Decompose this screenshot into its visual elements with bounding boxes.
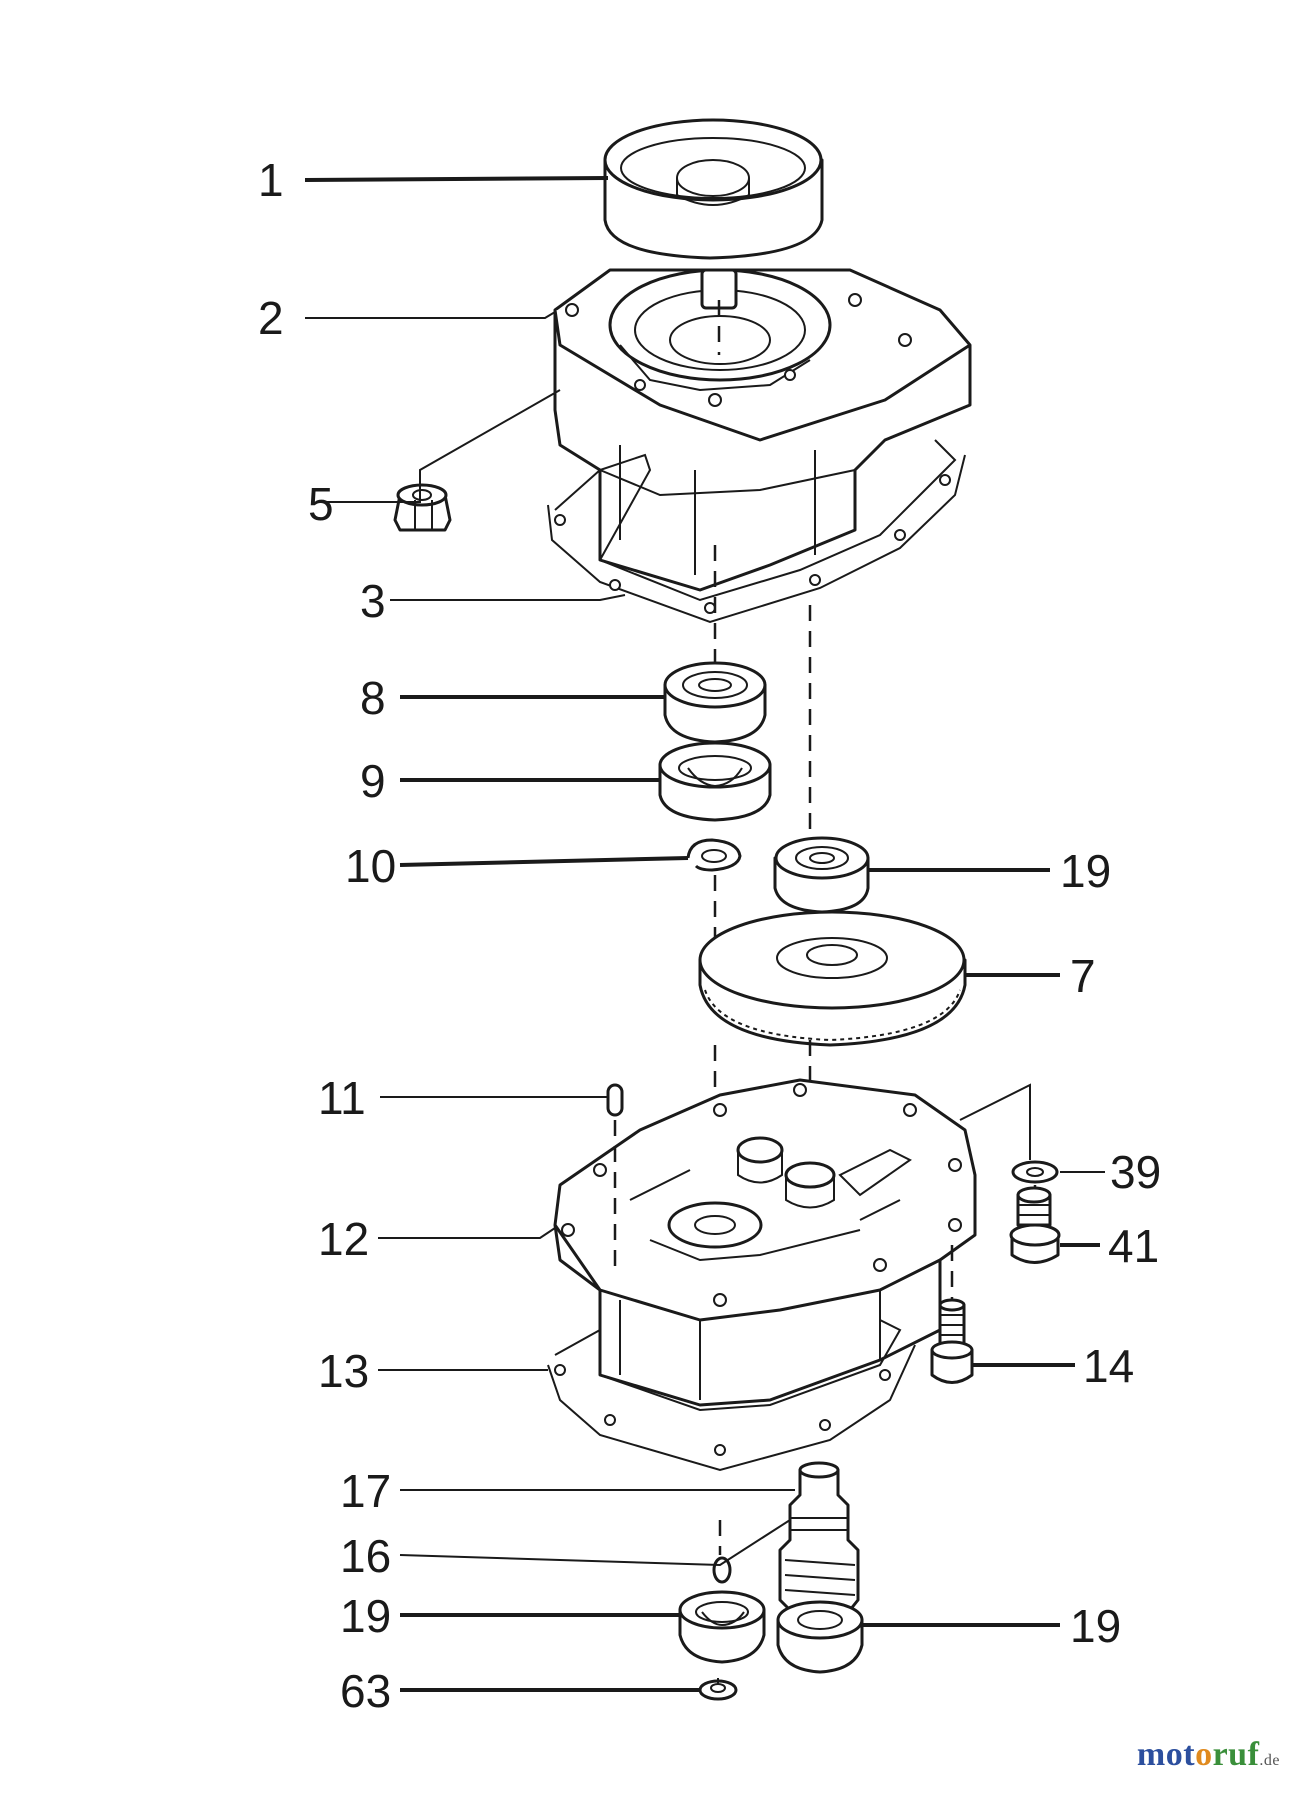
callout-14: 14 <box>1083 1340 1134 1392</box>
callout-10: 10 <box>345 840 396 892</box>
callout-19-lower-left: 19 <box>340 1590 391 1642</box>
leader-lines <box>304 176 1105 1692</box>
callout-12: 12 <box>318 1213 369 1265</box>
part-14-bolt <box>930 1245 974 1384</box>
part-3-gasket <box>547 439 966 624</box>
callout-63: 63 <box>340 1665 391 1717</box>
part-12-lower-housing <box>553 1040 977 1407</box>
callout-17: 17 <box>340 1465 391 1517</box>
part-16-key <box>712 1520 732 1584</box>
part-41-bolt <box>1009 1186 1061 1264</box>
callout-5: 5 <box>308 478 334 530</box>
part-9-bearing <box>658 741 772 822</box>
callout-19-lower-right: 19 <box>1070 1600 1121 1652</box>
callout-13: 13 <box>318 1345 369 1397</box>
callout-8: 8 <box>360 672 386 724</box>
brand-text-o: o <box>1195 1736 1213 1773</box>
part-8-bearing <box>663 661 767 744</box>
part-5-nut <box>393 483 452 532</box>
callout-numbers: 1 2 5 3 8 9 10 19 7 11 39 12 41 13 14 17… <box>258 154 1161 1717</box>
part-19-bearing-upper <box>773 836 870 914</box>
callout-3: 3 <box>360 575 386 627</box>
callout-11: 11 <box>318 1072 366 1124</box>
brand-text-mot: mot <box>1136 1736 1196 1773</box>
part-10-circlip <box>686 838 742 872</box>
callout-39: 39 <box>1110 1146 1161 1198</box>
part-13-gasket <box>547 1319 916 1472</box>
callout-2: 2 <box>258 292 284 344</box>
callout-1: 1 <box>258 154 284 206</box>
brand-text-ruf: ruf <box>1212 1736 1260 1773</box>
callout-19-upper: 19 <box>1060 845 1111 897</box>
part-63-washer <box>698 1678 738 1701</box>
part-19-bearing-lower-left <box>678 1590 766 1664</box>
callout-41: 41 <box>1108 1220 1159 1272</box>
part-1-drum <box>603 118 824 260</box>
brand-logo: motoruf.de <box>1137 1736 1280 1774</box>
part-7-gear <box>698 910 967 1047</box>
part-2-upper-housing <box>553 268 972 592</box>
brand-suffix: .de <box>1259 1752 1280 1769</box>
part-11-dowel-pin <box>606 1083 624 1270</box>
callout-16: 16 <box>340 1530 391 1582</box>
callout-9: 9 <box>360 755 386 807</box>
part-19-bearing-lower-right <box>776 1600 864 1674</box>
callout-7: 7 <box>1070 950 1096 1002</box>
